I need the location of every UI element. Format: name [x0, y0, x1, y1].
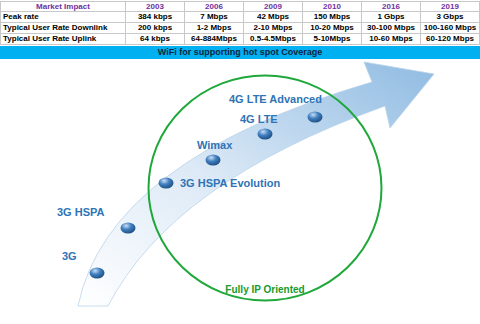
- table-cell: 2-10 Mbps: [244, 23, 303, 34]
- circle-caption: Fully IP Oriented: [225, 284, 304, 296]
- table-row-label: Typical User Rate Uplink: [0, 34, 126, 45]
- technology-label: Wimax: [197, 139, 232, 152]
- table-cell: 0.5-4.5Mbps: [244, 34, 303, 45]
- sphere-icon: [89, 267, 105, 279]
- table-header-cell: 2019: [421, 1, 480, 12]
- sphere-shape: [258, 128, 273, 139]
- table-cell: 10-20 Mbps: [303, 23, 362, 34]
- table-header-cell: 2016: [362, 1, 421, 12]
- circle-outline-shape: [149, 76, 382, 301]
- sphere-icon: [257, 128, 273, 140]
- technology-label: 3G HSPA Evolution: [180, 177, 280, 190]
- technology-node: 4G LTE: [257, 128, 273, 140]
- table-header-cell: 2009: [244, 1, 303, 12]
- sphere-shape: [121, 222, 136, 233]
- table-header-cell: 2006: [185, 1, 244, 12]
- technology-label: 3G: [62, 250, 77, 263]
- wifi-band: WiFi for supporting hot spot Coverage: [0, 46, 480, 59]
- table-cell: 384 kbps: [126, 12, 185, 23]
- table-cell: 1-2 Mbps: [185, 23, 244, 34]
- table-cell: 60-120 Mbps: [421, 34, 480, 45]
- table-cell: 100-160 Mbps: [421, 23, 480, 34]
- sphere-icon: [307, 111, 323, 123]
- sphere-shape: [159, 177, 174, 188]
- evolution-arrow: [78, 62, 434, 306]
- table-cell: 30-100 Mbps: [362, 23, 421, 34]
- technology-node: 3G HSPA Evolution: [158, 177, 174, 189]
- technology-node: Wimax: [205, 154, 221, 166]
- band-text: WiFi for supporting hot spot Coverage: [158, 47, 322, 58]
- sphere-shape: [308, 111, 323, 122]
- technology-node: 3G: [89, 267, 105, 279]
- sphere-shape: [206, 154, 221, 165]
- technology-label: 4G LTE Advanced: [229, 93, 322, 106]
- table-row-label: Peak rate: [0, 12, 126, 23]
- technology-node: 4G LTE Advanced: [307, 111, 323, 123]
- table-cell: 7 Mbps: [185, 12, 244, 23]
- technology-label: 4G LTE: [240, 113, 278, 126]
- sphere-shape: [90, 267, 105, 278]
- table-header-cell: Market Impact: [0, 1, 126, 12]
- table-cell: 150 Mbps: [303, 12, 362, 23]
- sphere-icon: [158, 177, 174, 189]
- table-header-cell: 2003: [126, 1, 185, 12]
- table-header-cell: 2010: [303, 1, 362, 12]
- table-cell: 64-884Mbps: [185, 34, 244, 45]
- technology-label: 3G HSPA: [57, 206, 104, 219]
- sphere-icon: [120, 222, 136, 234]
- technology-node: 3G HSPA: [120, 222, 136, 234]
- table-cell: 1 Gbps: [362, 12, 421, 23]
- ip-circle: Fully IP Oriented 3G HSPA Evolution Wimax 4…: [147, 74, 383, 302]
- table-cell: 64 kbps: [126, 34, 185, 45]
- table-cell: 3 Gbps: [421, 12, 480, 23]
- table-row-label: Typical User Rate Downlink: [0, 23, 126, 34]
- table-cell: 5-10Mbps: [303, 34, 362, 45]
- table-cell: 10-60 Mbps: [362, 34, 421, 45]
- table-cell: 200 kbps: [126, 23, 185, 34]
- table-cell: 42 Mbps: [244, 12, 303, 23]
- sphere-icon: [205, 154, 221, 166]
